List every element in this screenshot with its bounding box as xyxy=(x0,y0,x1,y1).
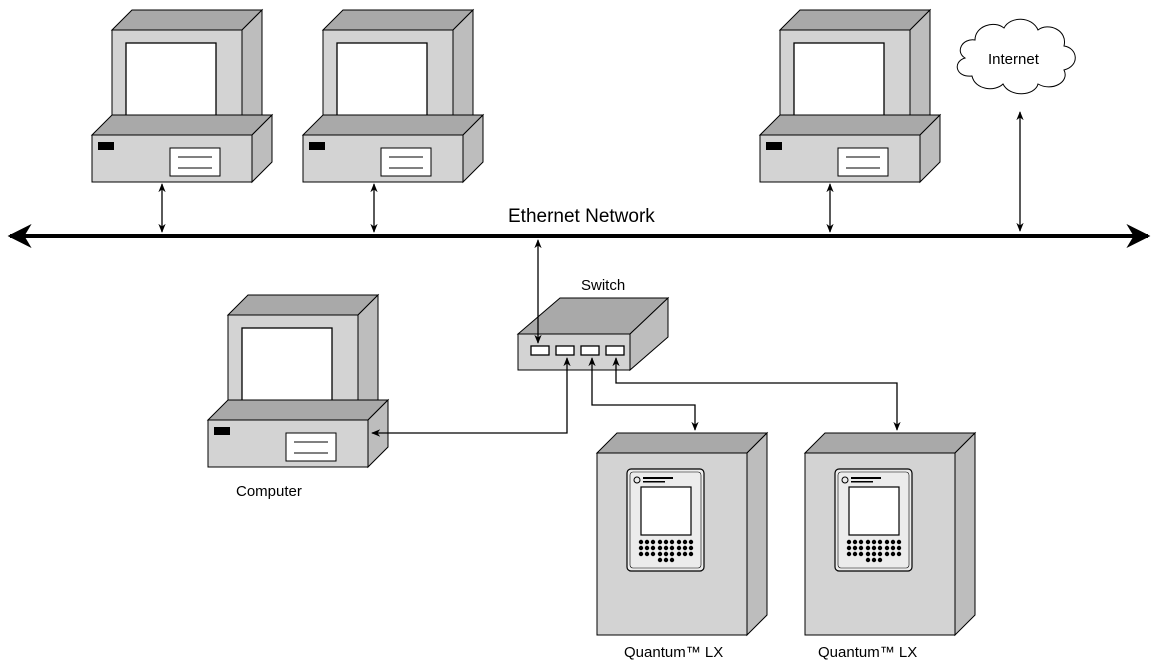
computer-label: Computer xyxy=(236,483,302,500)
switch-port-2 xyxy=(555,345,575,356)
quantum-lx-controller-1 xyxy=(596,432,768,636)
workstation-2 xyxy=(302,9,484,183)
quantum-lx-label-1: Quantum™ LX xyxy=(624,644,723,661)
workstation-1 xyxy=(91,9,273,183)
quantum-lx-label-2: Quantum™ LX xyxy=(818,644,917,661)
switch-device xyxy=(516,296,670,372)
computer-link xyxy=(371,357,571,437)
ethernet-network-label: Ethernet Network xyxy=(508,206,655,227)
controller-2-link xyxy=(612,357,901,431)
switch-port-1 xyxy=(530,345,550,356)
quantum-lx-controller-2 xyxy=(804,432,976,636)
internet-label: Internet xyxy=(988,51,1040,68)
switch-port-3 xyxy=(580,345,600,356)
switch-port-4 xyxy=(605,345,625,356)
workstation-3 xyxy=(759,9,941,183)
internet-cloud-icon xyxy=(956,18,1076,95)
switch-label: Switch xyxy=(581,277,625,294)
computer xyxy=(207,294,389,468)
